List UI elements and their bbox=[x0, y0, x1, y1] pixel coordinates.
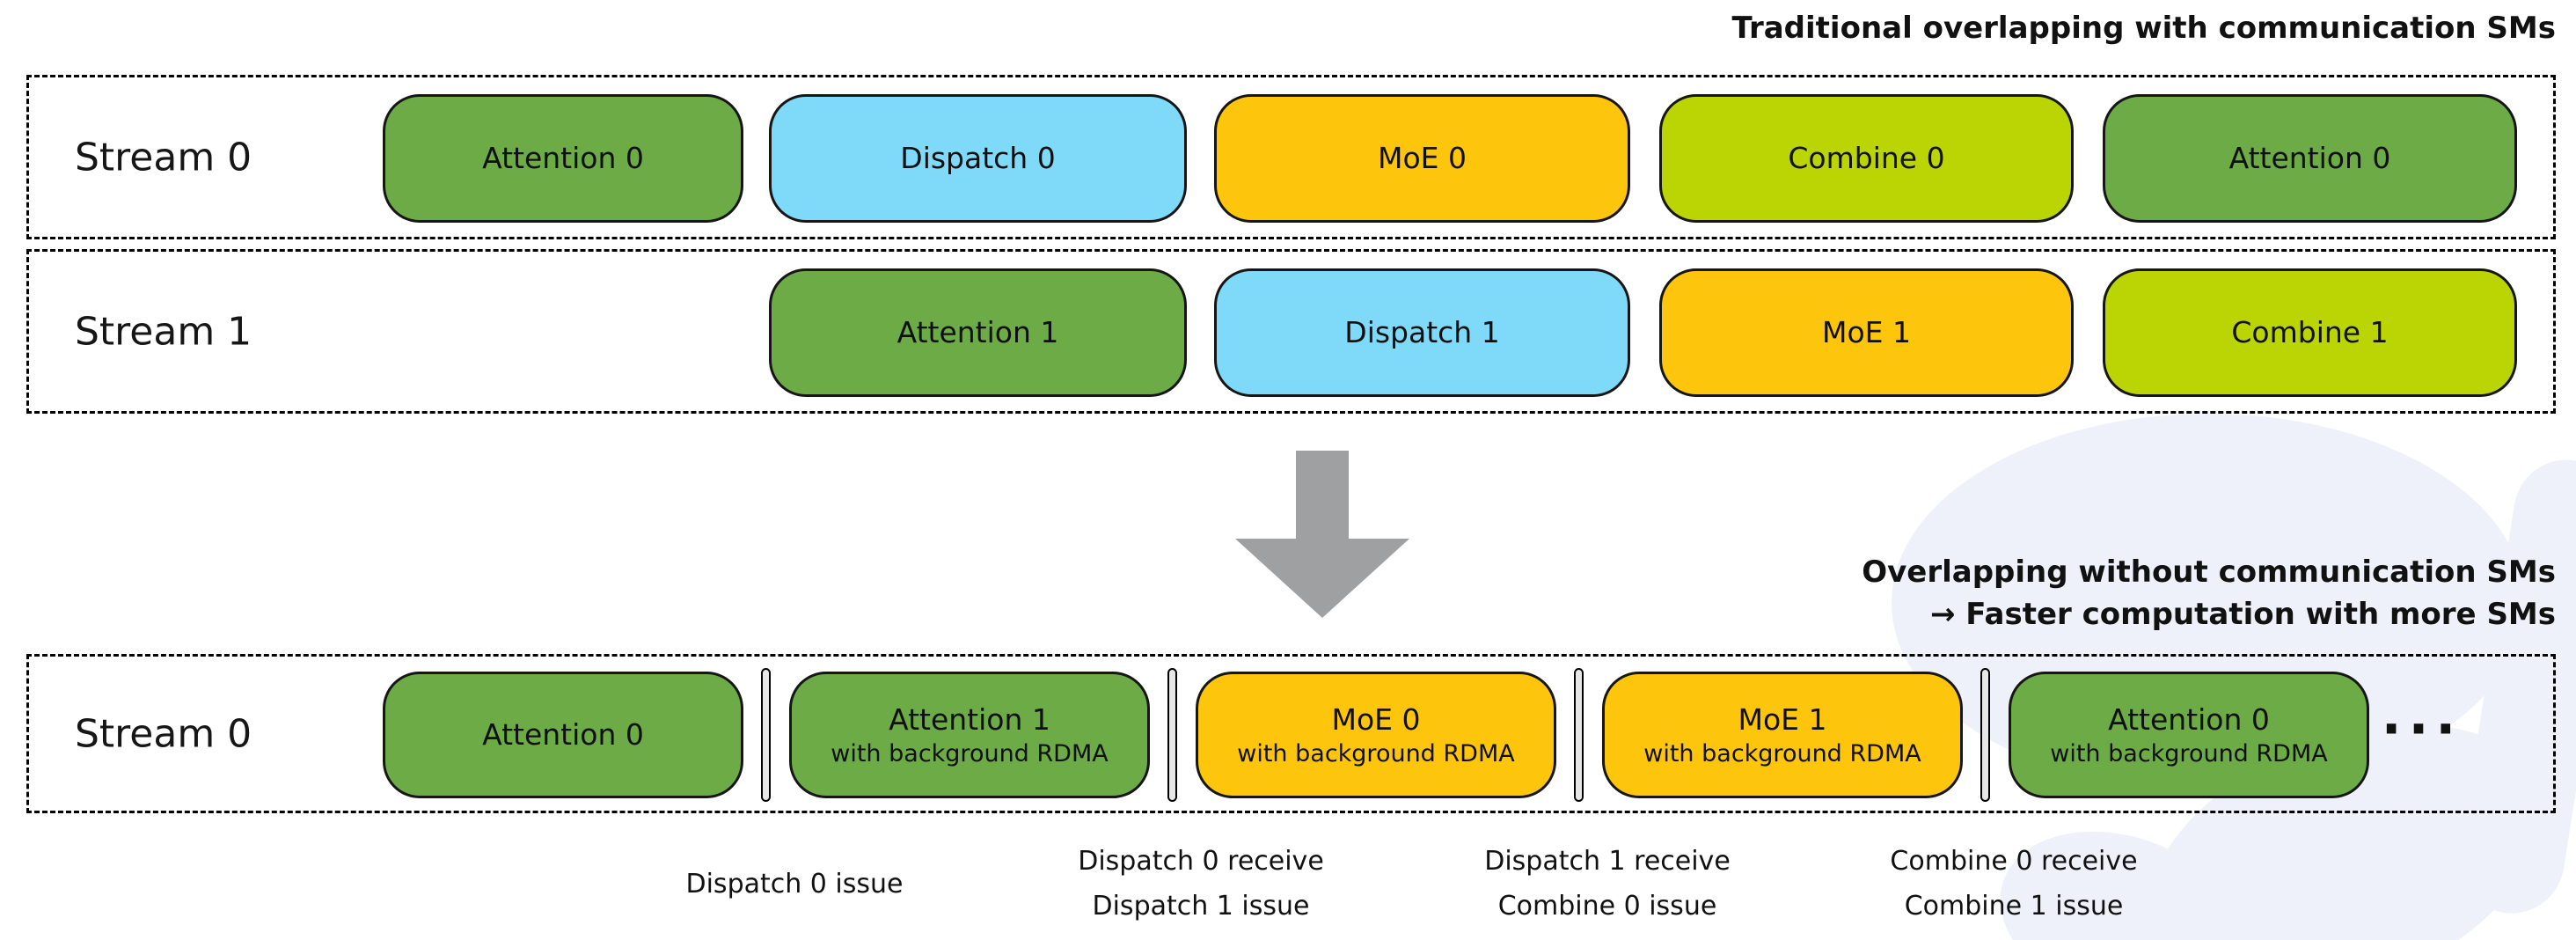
task-sublabel: with background RDMA bbox=[1643, 739, 1921, 767]
task-sublabel: with background RDMA bbox=[1237, 739, 1515, 767]
task-label: Dispatch 0 bbox=[900, 141, 1056, 175]
task-label: Attention 0 bbox=[482, 717, 644, 752]
task-box-dispatch1: Dispatch 1 bbox=[1214, 268, 1630, 397]
stream1-label: Stream 1 bbox=[75, 309, 252, 354]
sync-label-line: Dispatch 0 receive bbox=[1078, 846, 1324, 877]
task-label: Attention 1 bbox=[896, 315, 1059, 349]
task-box-attention0-bottom: Attention 0 bbox=[383, 672, 743, 798]
bottom-title-line1: Overlapping without communication SMs bbox=[1862, 554, 2556, 590]
sync-label-line: Combine 0 receive bbox=[1890, 846, 2138, 877]
sync-label-line: Combine 0 issue bbox=[1497, 891, 1717, 922]
continuation-ellipsis: ··· bbox=[2381, 697, 2463, 760]
bottom-section-title: Overlapping without communication SMs → … bbox=[1862, 551, 2556, 635]
sync-label-dispatch0-issue: Dispatch 0 issue bbox=[686, 838, 904, 929]
task-label: Combine 1 bbox=[2231, 315, 2389, 349]
task-label: Attention 0 bbox=[2228, 141, 2391, 175]
task-box-moe1-rdma: MoE 1 with background RDMA bbox=[1602, 672, 1963, 798]
task-sublabel: with background RDMA bbox=[2050, 739, 2328, 767]
task-label: Dispatch 1 bbox=[1344, 315, 1500, 349]
task-label: MoE 1 bbox=[1738, 701, 1827, 737]
sync-label-dispatch0-receive: Dispatch 0 receive Dispatch 1 issue bbox=[1078, 838, 1324, 929]
task-label: Attention 0 bbox=[2108, 701, 2270, 737]
bottom-title-line2: → Faster computation with more SMs bbox=[1929, 597, 2556, 632]
task-box-combine1: Combine 1 bbox=[2103, 268, 2517, 397]
sync-separator-icon bbox=[761, 668, 771, 802]
task-label: Attention 0 bbox=[482, 141, 644, 175]
task-box-dispatch0: Dispatch 0 bbox=[769, 94, 1187, 223]
task-box-attention1: Attention 1 bbox=[769, 268, 1187, 397]
task-box-attention1-rdma: Attention 1 with background RDMA bbox=[789, 672, 1150, 798]
task-box-moe0: MoE 0 bbox=[1214, 94, 1630, 223]
stream0-label: Stream 0 bbox=[75, 135, 252, 180]
task-label: Attention 1 bbox=[889, 701, 1050, 737]
task-box-attention0-next: Attention 0 bbox=[2103, 94, 2517, 223]
sync-separator-icon bbox=[1574, 668, 1584, 802]
sync-separator-icon bbox=[1980, 668, 1990, 802]
sync-separator-icon bbox=[1167, 668, 1177, 802]
task-label: MoE 1 bbox=[1822, 315, 1911, 349]
stream0-row-traditional: Stream 0 Attention 0 Dispatch 0 MoE 0 Co… bbox=[26, 75, 2556, 239]
task-label: MoE 0 bbox=[1378, 141, 1467, 175]
sync-label-line: Combine 1 issue bbox=[1904, 891, 2124, 922]
sync-label-dispatch1-receive: Dispatch 1 receive Combine 0 issue bbox=[1484, 838, 1731, 929]
sync-label-combine0-receive: Combine 0 receive Combine 1 issue bbox=[1890, 838, 2137, 929]
task-sublabel: with background RDMA bbox=[831, 739, 1109, 767]
task-label: Combine 0 bbox=[1788, 141, 1945, 175]
down-arrow-icon bbox=[1235, 451, 1409, 618]
sync-label-line: Dispatch 0 issue bbox=[685, 868, 904, 900]
task-box-combine0: Combine 0 bbox=[1659, 94, 2074, 223]
task-box-attention0: Attention 0 bbox=[383, 94, 743, 223]
top-section-title: Traditional overlapping with communicati… bbox=[1731, 11, 2556, 46]
sync-label-line: Dispatch 1 issue bbox=[1092, 891, 1310, 922]
task-label: MoE 0 bbox=[1331, 701, 1421, 737]
task-box-attention0-rdma: Attention 0 with background RDMA bbox=[2009, 672, 2369, 798]
stream1-row-traditional: Stream 1 Attention 1 Dispatch 1 MoE 1 Co… bbox=[26, 249, 2556, 414]
task-box-moe1: MoE 1 bbox=[1659, 268, 2074, 397]
task-box-moe0-rdma: MoE 0 with background RDMA bbox=[1196, 672, 1556, 798]
stream0-label-bottom: Stream 0 bbox=[75, 711, 252, 756]
sync-label-line: Dispatch 1 receive bbox=[1484, 846, 1731, 877]
stream0-row-optimized: Stream 0 Attention 0 Attention 1 with ba… bbox=[26, 654, 2556, 813]
